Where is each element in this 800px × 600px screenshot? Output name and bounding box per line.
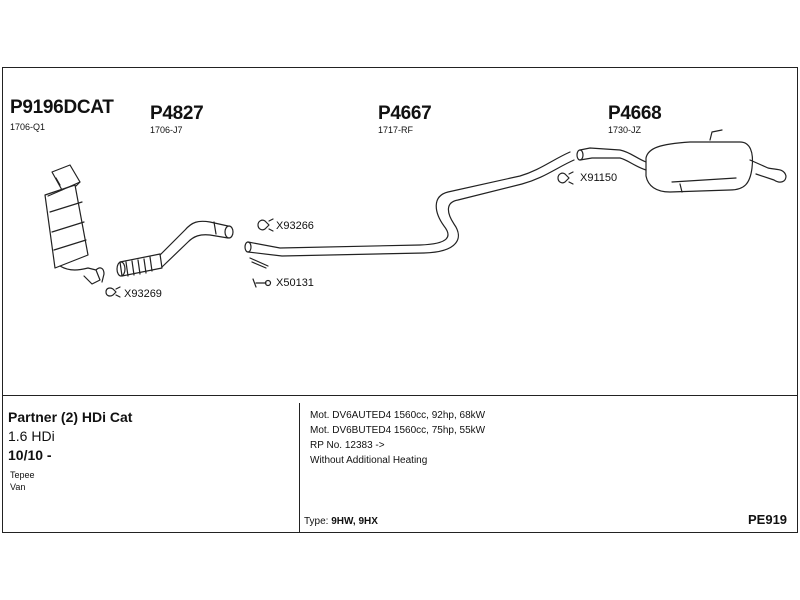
vehicle-date: 10/10 - — [8, 447, 52, 463]
clamp-label-x50131: X50131 — [276, 277, 314, 289]
part-number-front-pipe: P4827 — [150, 103, 204, 124]
part-sub-middle-pipe: 1717-RF — [378, 125, 414, 135]
type-row: Type: 9HW, 9HX — [304, 516, 378, 527]
panel-divider-horizontal — [2, 395, 798, 396]
catalyst-drawing — [44, 164, 105, 285]
panel-divider-vertical — [299, 403, 300, 533]
spec-line-2: Mot. DV6BUTED4 1560cc, 75hp, 55kW — [310, 425, 486, 436]
clamp-icon-x50131 — [249, 257, 272, 288]
exhaust-system-drawing — [44, 129, 787, 298]
clamp-label-x91150: X91150 — [580, 172, 618, 184]
part-sub-front-pipe: 1706-J7 — [150, 125, 183, 135]
type-label: Type: — [304, 516, 329, 527]
type-value: 9HW, 9HX — [331, 516, 378, 527]
spec-line-4: Without Additional Heating — [310, 455, 428, 466]
vehicle-variant-van: Van — [10, 482, 26, 492]
clamp-icon-x93266 — [257, 218, 274, 232]
system-code: PE919 — [748, 512, 788, 527]
diagram-frame — [2, 67, 798, 533]
rear-silencer-drawing — [576, 129, 787, 193]
spec-line-1: Mot. DV6AUTED4 1560cc, 92hp, 68kW — [310, 410, 486, 421]
part-number-rear-silencer: P4668 — [608, 103, 662, 124]
spec-line-3: RP No. 12383 -> — [310, 440, 385, 451]
part-number-middle-pipe: P4667 — [378, 103, 432, 124]
vehicle-engine: 1.6 HDi — [8, 428, 55, 444]
clamp-label-x93266: X93266 — [276, 220, 314, 232]
clamp-icon-x93269 — [105, 286, 121, 298]
middle-pipe-drawing — [244, 151, 575, 257]
front-pipe-drawing — [116, 220, 234, 277]
part-sub-rear-silencer: 1730-JZ — [608, 125, 642, 135]
vehicle-title: Partner (2) HDi Cat — [8, 409, 133, 425]
vehicle-variant-tepee: Tepee — [10, 470, 35, 480]
part-number-catalyst: P9196DCAT — [10, 97, 114, 118]
part-sub-catalyst: 1706-Q1 — [10, 122, 46, 132]
clamp-label-x93269: X93269 — [124, 288, 162, 300]
clamp-icon-x91150 — [557, 171, 574, 185]
